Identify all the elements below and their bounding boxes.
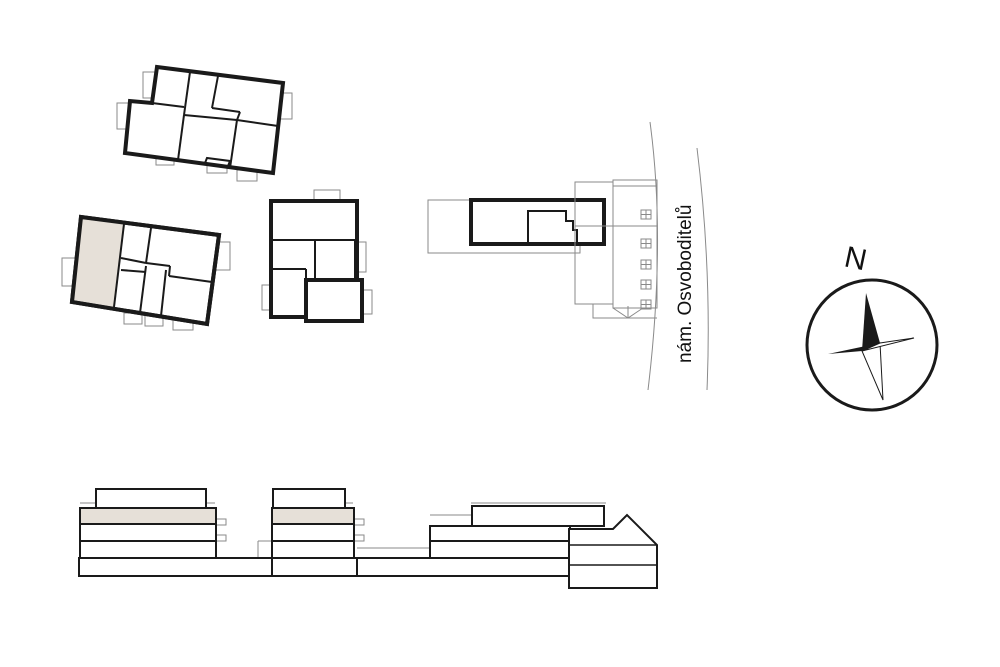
street-elevation [78, 488, 658, 589]
compass-needle-east [861, 337, 915, 352]
historic-building [574, 179, 658, 319]
building-a [116, 64, 293, 182]
compass-north-label: N [842, 241, 870, 278]
historic-building-windows [640, 209, 652, 310]
highlighted-unit-elevation [81, 509, 215, 524]
elevation-left-block [79, 488, 217, 559]
elevation-ground-band [78, 557, 571, 577]
elevation-right-block [429, 505, 605, 559]
north-arrow-compass: N [805, 241, 939, 412]
building-b [61, 214, 231, 331]
elevation-historic-building [568, 513, 658, 589]
compass-needle-north [862, 293, 880, 351]
compass-needle-west [828, 343, 880, 354]
street-name-label: nám. Osvoboditelů [675, 205, 696, 363]
building-d [427, 198, 606, 254]
elevation-middle-block [271, 488, 355, 559]
street-edges [647, 121, 709, 391]
highlighted-unit-plan [73, 219, 124, 307]
building-c [261, 189, 373, 323]
